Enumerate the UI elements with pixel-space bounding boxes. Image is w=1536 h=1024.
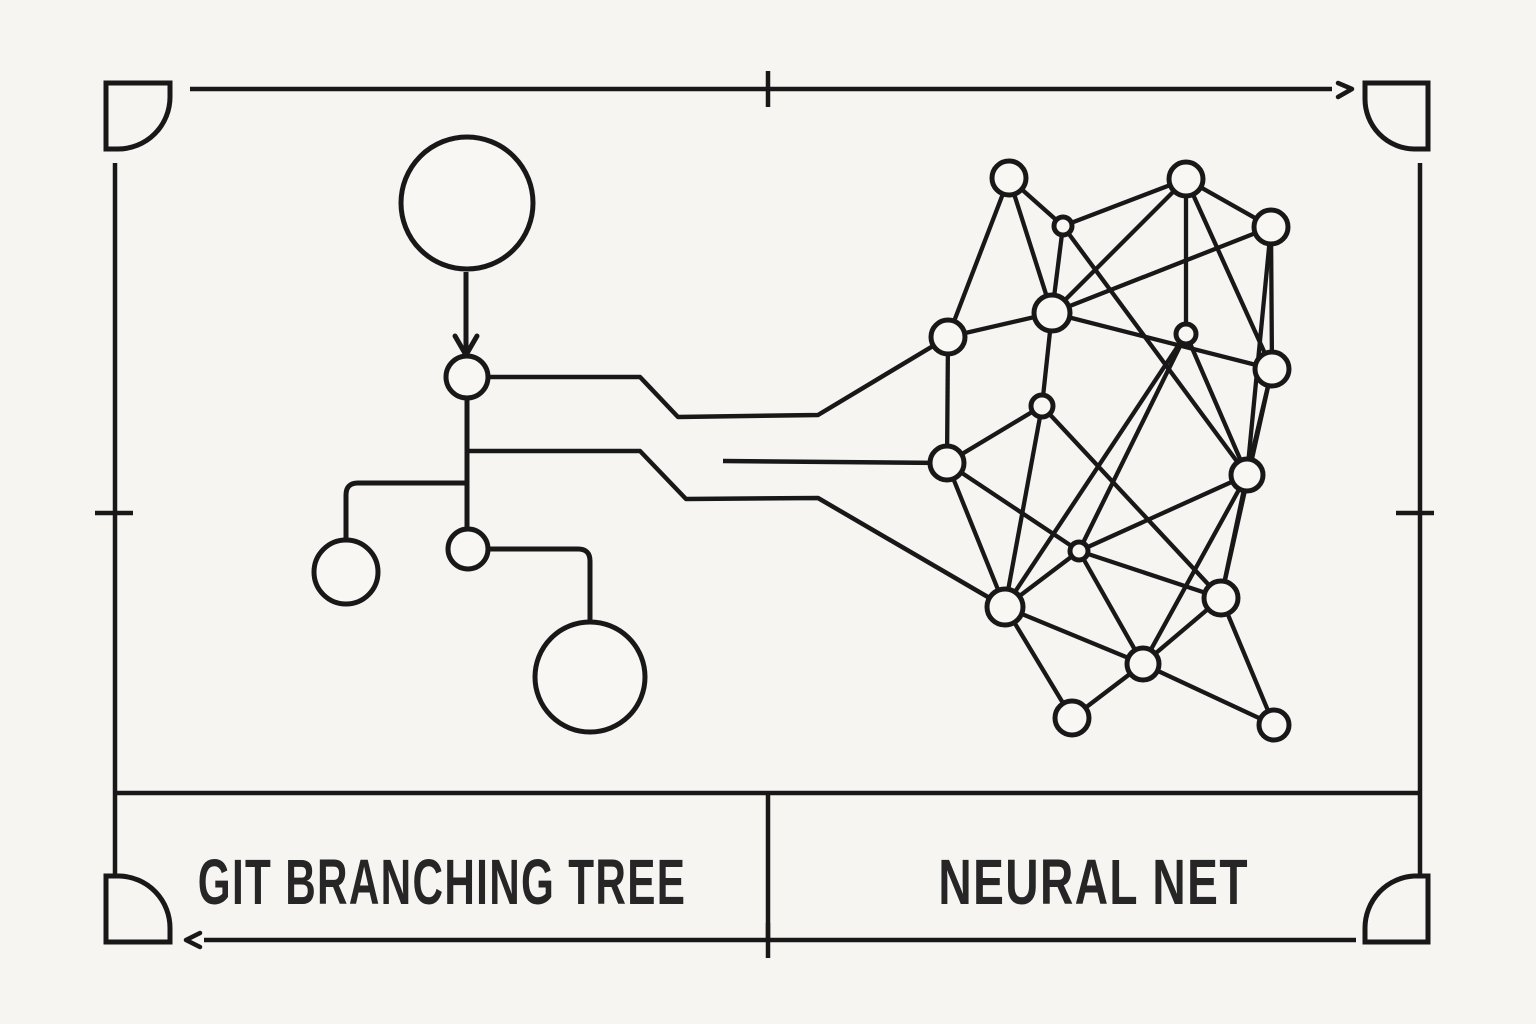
- net-node-n3: [1051, 214, 1075, 238]
- branch-left-line: [343, 480, 467, 540]
- net-node-n17: [1256, 707, 1292, 743]
- net-node-n5: [1031, 292, 1073, 334]
- net-edge-n1-n5: [1006, 177, 1055, 314]
- net-edge-n13-n16: [1003, 605, 1074, 720]
- net-edge-n5-n8: [1051, 310, 1273, 372]
- net-node-n11: [1228, 456, 1266, 494]
- net-edge-n11-n12: [1078, 473, 1248, 553]
- connector-bottom: [467, 448, 1007, 609]
- net-edge-n1-n6: [945, 177, 1012, 338]
- neural-net-group: [927, 158, 1292, 743]
- net-edge-n7-n13: [1003, 332, 1188, 609]
- merge-node: [532, 619, 648, 735]
- root-node: [398, 134, 536, 272]
- net-edge-n4-n11: [1244, 226, 1274, 476]
- net-edge-n15-n17: [1142, 662, 1275, 727]
- corner-bracket-bottom-left: [103, 873, 173, 945]
- net-edge-n9-n14: [1040, 404, 1223, 600]
- net-edge-n4-n8: [1268, 226, 1275, 370]
- commit-node-2: [445, 526, 491, 572]
- net-node-n8: [1252, 349, 1292, 389]
- corner-bracket-top-right: [1362, 80, 1431, 152]
- net-node-n12: [1067, 539, 1091, 563]
- corner-bracket-bottom-right: [1362, 873, 1431, 945]
- commit-node-1: [443, 353, 491, 401]
- net-edge-n2-n5: [1050, 177, 1188, 315]
- flow-arrow-right-icon: [1335, 80, 1355, 100]
- git-tree-group: [311, 134, 648, 735]
- corner-bracket-top-left: [103, 80, 173, 152]
- net-edge-n4-n5: [1051, 224, 1272, 316]
- net-edge-n9-n13: [1002, 405, 1045, 608]
- net-edge-n2-n3: [1062, 176, 1187, 229]
- net-edge-n11-n15: [1141, 473, 1249, 666]
- net-node-n2: [1166, 159, 1206, 199]
- net-edge-n7-n12: [1077, 333, 1188, 552]
- frame-group: [95, 71, 1434, 958]
- branch-node-left: [311, 537, 381, 607]
- branch-right-line: [489, 546, 593, 622]
- net-node-n13: [984, 586, 1026, 628]
- net-node-n10: [927, 443, 967, 483]
- net-node-n1: [989, 158, 1029, 198]
- net-edge-n13-n15: [1004, 605, 1144, 666]
- net-edge-n3-n11: [1061, 224, 1249, 477]
- connector-middle: [722, 458, 948, 466]
- net-edge-n12-n14: [1078, 548, 1222, 601]
- flow-arrow-left-icon: [183, 930, 203, 950]
- net-edge-n2-n8: [1184, 178, 1274, 370]
- net-node-n4: [1251, 207, 1291, 247]
- net-edge-n10-n12: [945, 461, 1081, 553]
- net-edge-n14-n17: [1219, 597, 1276, 726]
- connector-group: [467, 335, 1007, 609]
- net-node-n15: [1124, 645, 1162, 683]
- net-node-n6: [928, 317, 968, 357]
- net-edge-n11-n14: [1218, 474, 1250, 599]
- net-edge-n6-n10: [944, 336, 951, 464]
- net-edge-n10-n13: [945, 462, 1007, 608]
- net-node-n7: [1173, 321, 1199, 347]
- net-node-n9: [1028, 392, 1056, 420]
- net-edge-n7-n11: [1184, 333, 1249, 476]
- net-node-n16: [1052, 698, 1092, 738]
- net-edge-n12-n15: [1077, 549, 1145, 666]
- net-node-n14: [1201, 578, 1241, 618]
- connector-top: [488, 335, 950, 420]
